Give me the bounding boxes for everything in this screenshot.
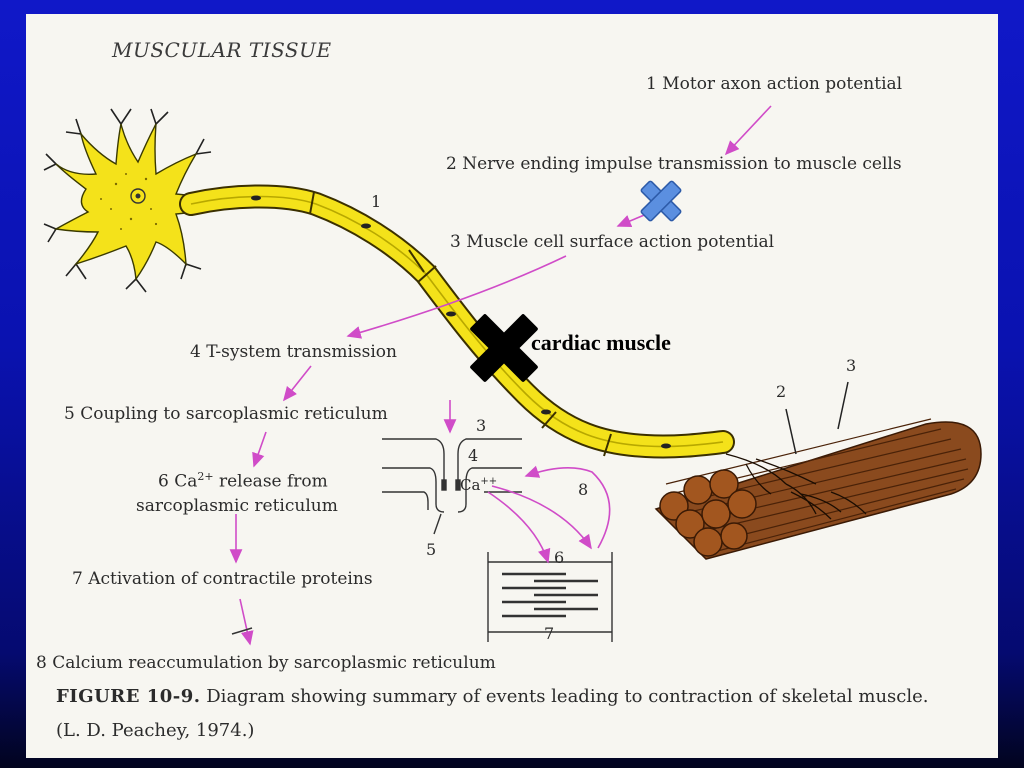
step-3-label: 3 Muscle cell surface action potential xyxy=(450,232,774,252)
step-7-label: 7 Activation of contractile proteins xyxy=(72,569,373,589)
step-6-rest: release from xyxy=(219,472,328,492)
arrow-number-8: 8 xyxy=(578,480,588,499)
synapse-schematic xyxy=(382,439,522,534)
calcium-symbol: Ca xyxy=(460,476,480,494)
calcium-label: Ca++ xyxy=(460,476,497,494)
figure-caption-text: Diagram showing summary of events leadin… xyxy=(201,686,929,707)
step-6-superscript: 2+ xyxy=(197,470,213,483)
muscle-bundle xyxy=(656,382,981,559)
step-6-line2: sarcoplasmic reticulum xyxy=(136,496,338,516)
step-6-label: 6 Ca2+ release from xyxy=(158,470,328,492)
synapse-number-4: 4 xyxy=(468,446,478,465)
step-6-ca: 6 Ca xyxy=(158,472,197,492)
cardiac-muscle-annotation: cardiac muscle xyxy=(531,330,671,356)
muscle-number-3: 3 xyxy=(846,356,856,375)
step-5-label: 5 Coupling to sarcoplasmic reticulum xyxy=(64,404,388,424)
calcium-charge: ++ xyxy=(480,476,497,487)
figure-caption: FIGURE 10-9. Diagram showing summary of … xyxy=(56,686,929,707)
synapse-number-5: 5 xyxy=(426,540,436,559)
sarcomere-number-7: 7 xyxy=(544,624,554,643)
diagram-graphics xyxy=(26,14,998,758)
muscle-number-2: 2 xyxy=(776,382,786,401)
sarcomere-number-6: 6 xyxy=(554,548,564,567)
step-2-label: 2 Nerve ending impulse transmission to m… xyxy=(446,154,902,174)
step-1-label: 1 Motor axon action potential xyxy=(646,74,902,94)
figure-citation: (L. D. Peachey, 1974.) xyxy=(56,720,254,741)
figure-number: FIGURE 10-9. xyxy=(56,686,201,707)
diagram-title: MUSCULAR TISSUE xyxy=(112,38,332,62)
synapse-number-3: 3 xyxy=(476,416,486,435)
step-4-label: 4 T-system transmission xyxy=(190,342,397,362)
diagram-panel: MUSCULAR TISSUE 1 Motor axon action pote… xyxy=(26,14,998,758)
step-8-label: 8 Calcium reaccumulation by sarcoplasmic… xyxy=(36,653,496,673)
axon-number-1: 1 xyxy=(371,192,381,211)
